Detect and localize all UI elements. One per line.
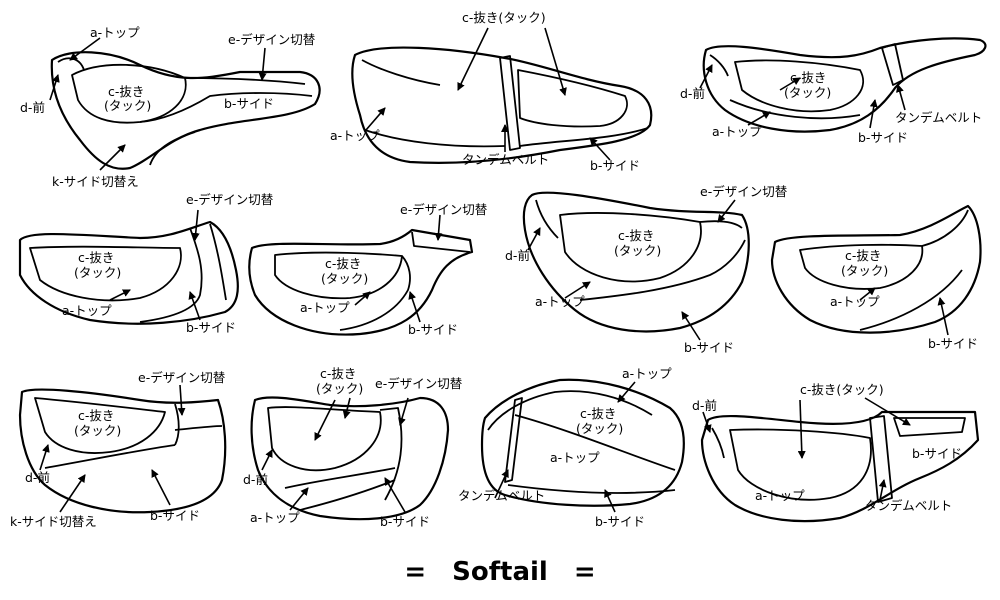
label-top: a-トップ (712, 124, 762, 139)
label-tandem: タンデムベルト (458, 488, 545, 503)
label-tuck-line2: (タック) (104, 98, 151, 113)
label-tuck-line2: (タック) (784, 85, 831, 100)
label-top: a-トップ (550, 450, 600, 465)
label-top: a-トップ (90, 25, 140, 40)
label-design: e-デザイン切替 (375, 376, 463, 391)
label-design: e-デザイン切替 (228, 32, 316, 47)
label-side: b-サイド (595, 514, 645, 529)
seat-5 (248, 228, 474, 336)
label-front: d-前 (25, 470, 50, 485)
labels: a-トップ e-デザイン切替 c-抜き (タック) b-サイド d-前 k-サイ… (10, 10, 982, 529)
label-tuck-line1: c-抜き (325, 256, 361, 271)
seat-11 (700, 410, 980, 523)
seat-3 (702, 37, 987, 133)
label-tuck: c-抜き(タック) (800, 382, 884, 397)
label-design: e-デザイン切替 (400, 202, 488, 217)
seat-7 (770, 204, 982, 334)
label-top: a-トップ (755, 488, 805, 503)
label-side: b-サイド (928, 336, 978, 351)
label-side-switch: k-サイド切替え (52, 174, 139, 189)
label-tuck-line1: c-抜き (78, 408, 114, 423)
label-top: a-トップ (250, 510, 300, 525)
label-tuck: c-抜き(タック) (462, 10, 546, 25)
label-tuck-line1: c-抜き (845, 248, 881, 263)
label-tuck-line2: (タック) (321, 271, 368, 286)
seat-9 (250, 396, 450, 521)
label-side: b-サイド (408, 322, 458, 337)
label-top: a-トップ (830, 294, 880, 309)
label-tuck-line1: c-抜き (618, 228, 654, 243)
page-title: = Softail = (404, 557, 595, 587)
label-side: b-サイド (684, 340, 734, 355)
label-top: a-トップ (62, 303, 112, 318)
seat-6 (522, 191, 750, 333)
seat-10 (480, 378, 685, 507)
label-design: e-デザイン切替 (138, 370, 226, 385)
label-top: a-トップ (330, 128, 380, 143)
seat-1 (50, 51, 321, 170)
label-side: b-サイド (912, 446, 962, 461)
label-tuck-line2: (タック) (316, 381, 363, 396)
label-front: d-前 (505, 248, 530, 263)
label-tuck-line2: (タック) (74, 423, 121, 438)
label-side-switch: k-サイド切替え (10, 514, 97, 529)
label-side: b-サイド (858, 130, 908, 145)
label-tuck-line1: c-抜き (320, 366, 356, 381)
seat-4 (18, 220, 239, 325)
annotation-arrows (39, 27, 949, 513)
label-side: b-サイド (380, 514, 430, 529)
label-tuck-line2: (タック) (841, 263, 888, 278)
label-tuck-line2: (タック) (74, 265, 121, 280)
seat-2 (351, 46, 653, 164)
label-tuck-line1: c-抜き (78, 250, 114, 265)
label-tandem: タンデムベルト (462, 152, 549, 167)
label-side: b-サイド (224, 96, 274, 111)
label-tandem: タンデムベルト (865, 498, 952, 513)
label-top: a-トップ (622, 366, 672, 381)
label-tuck-line1: c-抜き (580, 406, 616, 421)
label-design: e-デザイン切替 (700, 184, 788, 199)
label-tuck-line2: (タック) (614, 243, 661, 258)
label-tuck-line1: c-抜き (108, 84, 144, 99)
label-front: d-前 (692, 398, 717, 413)
label-design: e-デザイン切替 (186, 192, 274, 207)
label-front: d-前 (20, 100, 45, 115)
seat-8 (18, 388, 227, 514)
label-side: b-サイド (590, 158, 640, 173)
label-top: a-トップ (535, 294, 585, 309)
label-front: d-前 (680, 86, 705, 101)
label-tandem: タンデムベルト (895, 110, 982, 125)
label-tuck-line1: c-抜き (790, 70, 826, 85)
label-front: d-前 (243, 472, 268, 487)
label-side: b-サイド (186, 320, 236, 335)
label-top: a-トップ (300, 300, 350, 315)
label-tuck-line2: (タック) (576, 421, 623, 436)
label-side: b-サイド (150, 508, 200, 523)
